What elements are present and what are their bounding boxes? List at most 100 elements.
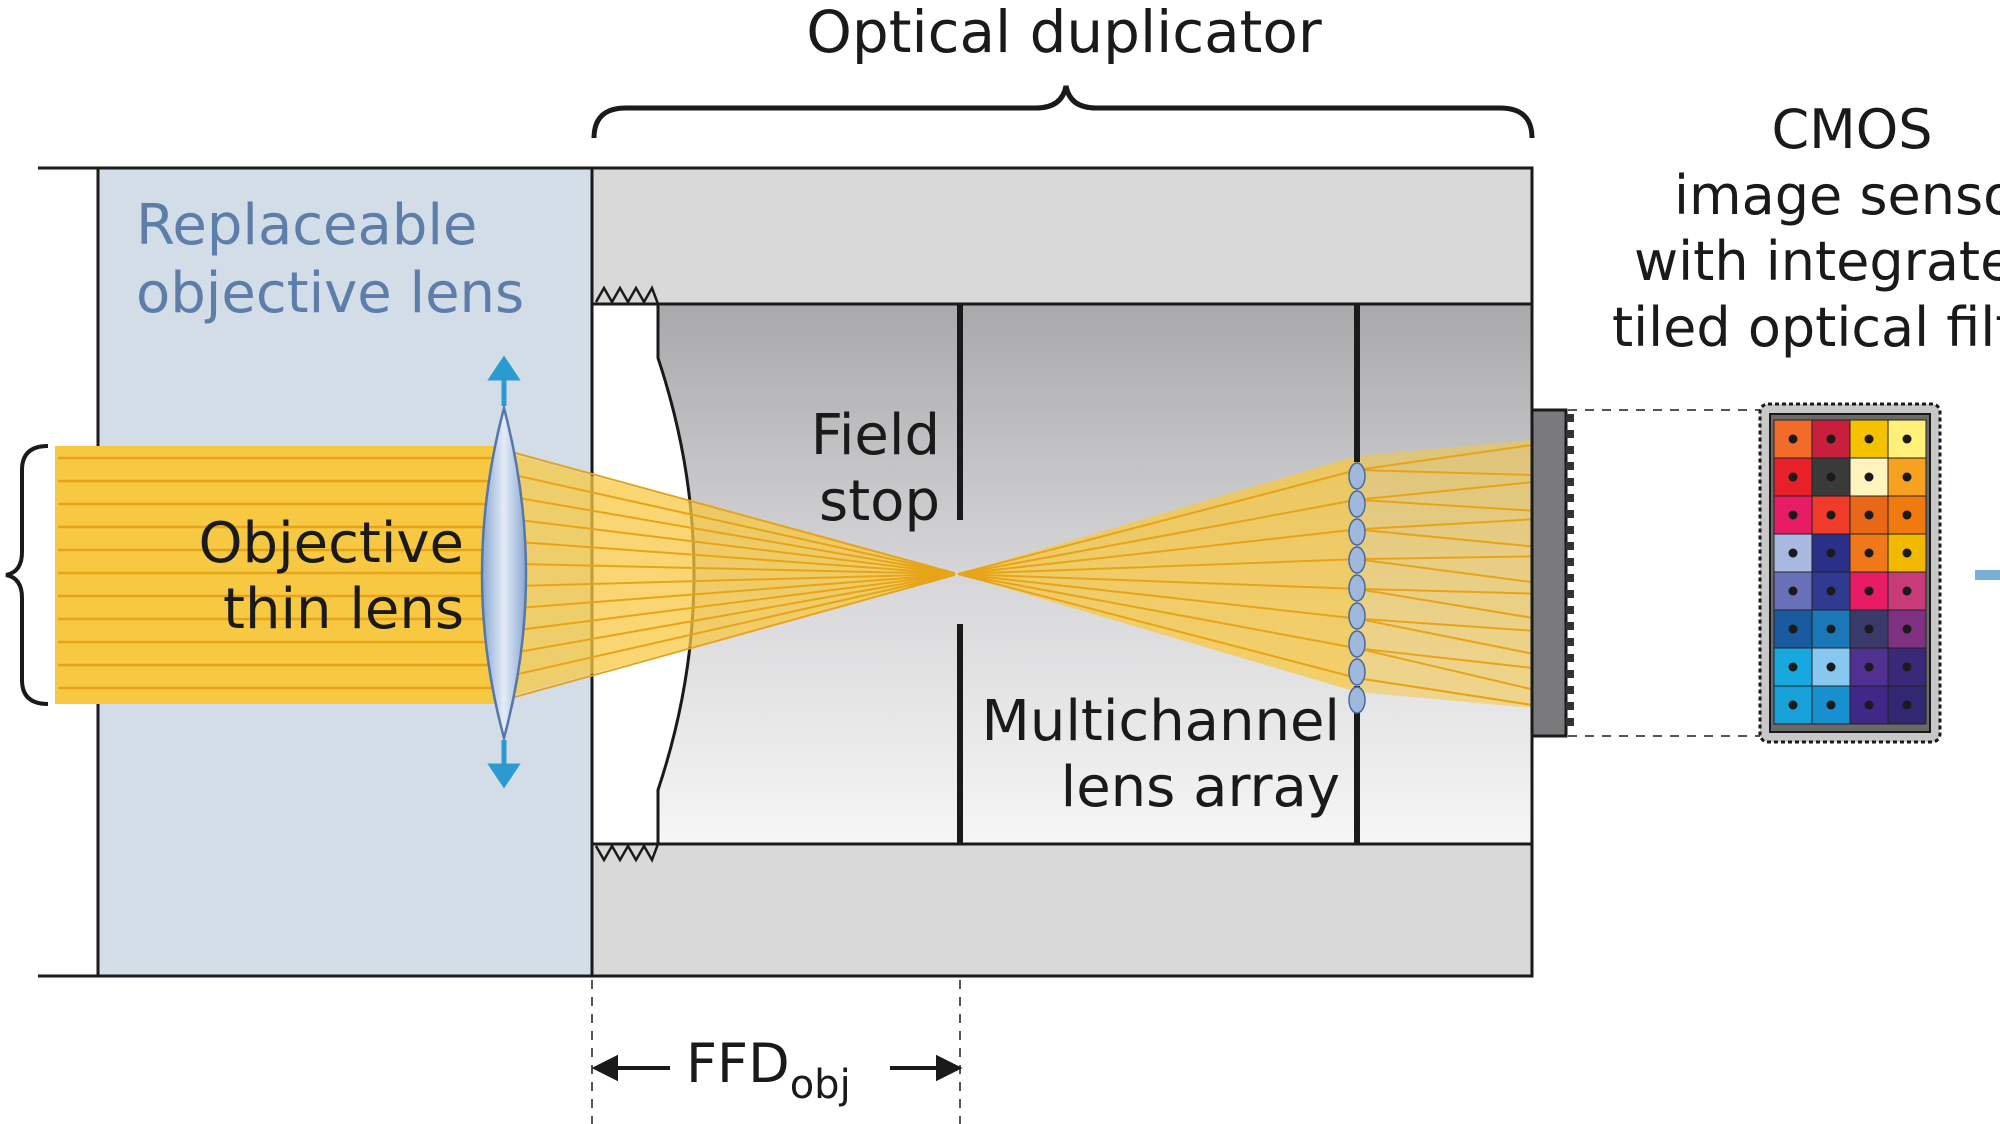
cmos-label-line2: image senso bbox=[1674, 164, 2000, 227]
lenslet bbox=[1348, 602, 1366, 630]
lens-down-arrow-icon bbox=[487, 740, 521, 789]
sensor-pin bbox=[1566, 638, 1574, 646]
sensor-ray bbox=[1356, 558, 1533, 584]
filter-tile-dot bbox=[1826, 700, 1836, 710]
lens-array-lenslets bbox=[1348, 462, 1366, 714]
lenslet bbox=[1348, 630, 1366, 658]
sensor-pin bbox=[1566, 414, 1574, 422]
sensor-pin bbox=[1566, 446, 1574, 454]
filter-tile-dot bbox=[1902, 700, 1912, 710]
diverging-ray bbox=[957, 573, 1358, 590]
diverging-ray bbox=[957, 498, 1358, 575]
ffd-right-arrow-icon bbox=[890, 1054, 963, 1082]
objective-thin-lens-label-line2: thin lens bbox=[223, 577, 464, 642]
screw-thread-bottom bbox=[594, 843, 660, 863]
diverging-ray bbox=[957, 558, 1358, 575]
filter-tile-dot bbox=[1902, 510, 1912, 520]
optical-duplicator-label: Optical duplicator bbox=[806, 0, 1322, 66]
converging-ray bbox=[503, 471, 955, 575]
filter-tile-dot bbox=[1826, 662, 1836, 672]
sensor-pin bbox=[1566, 494, 1574, 502]
sensor-ray bbox=[1356, 587, 1533, 619]
sensor-ray bbox=[1356, 518, 1533, 531]
field-stop-label-line1: Field bbox=[811, 403, 940, 468]
converging-ray bbox=[503, 573, 955, 633]
lenslet bbox=[1348, 686, 1366, 714]
lenslet bbox=[1348, 546, 1366, 574]
sensor-pin bbox=[1566, 718, 1574, 726]
filter-tile-dot bbox=[1826, 548, 1836, 558]
diverging-ray bbox=[957, 528, 1358, 575]
diverging-rays bbox=[957, 456, 1358, 692]
cmos-sensor-chip bbox=[1758, 402, 1942, 744]
filter-tile-dot bbox=[1864, 624, 1874, 634]
converging-ray bbox=[503, 573, 955, 679]
sensor-ray bbox=[1356, 617, 1533, 655]
sensor-pin bbox=[1566, 430, 1574, 438]
converging-ray bbox=[503, 573, 955, 656]
filter-tile-dot bbox=[1902, 662, 1912, 672]
converging-ray bbox=[503, 573, 955, 611]
sensor-ray bbox=[1356, 617, 1533, 632]
duplicator-top-wall bbox=[590, 166, 1534, 306]
optical-duplicator-brace bbox=[591, 85, 1535, 139]
sensor-ray bbox=[1356, 528, 1533, 548]
screw-thread-top bbox=[594, 285, 660, 305]
converging-ray bbox=[503, 573, 955, 588]
sensor-ray bbox=[1356, 469, 1533, 476]
ffd-left-arrow-icon bbox=[591, 1054, 670, 1082]
lenslet bbox=[1348, 518, 1366, 546]
sensor-pin bbox=[1566, 670, 1574, 678]
replaceable-lens-label-line2: objective lens bbox=[136, 261, 524, 326]
diverging-ray bbox=[957, 573, 1358, 650]
filter-tile-dot bbox=[1826, 624, 1836, 634]
sensor-pin bbox=[1566, 574, 1574, 582]
cmos-label-line4: tiled optical filt bbox=[1612, 296, 2000, 359]
lenslet bbox=[1348, 574, 1366, 602]
filter-tile-dot bbox=[1788, 662, 1798, 672]
filter-tile-dot bbox=[1788, 510, 1798, 520]
sensor-pin bbox=[1566, 542, 1574, 550]
field-stop-label-line2: stop bbox=[819, 469, 940, 534]
replaceable-lens-label-line1: Replaceable bbox=[136, 193, 477, 258]
filter-tile-dot bbox=[1864, 586, 1874, 596]
input-beam-brace bbox=[5, 444, 49, 706]
sensor-pin bbox=[1566, 702, 1574, 710]
filter-tile-dot bbox=[1902, 434, 1912, 444]
filter-tile-dot bbox=[1826, 586, 1836, 596]
incoming-beam-lines bbox=[58, 456, 505, 690]
objective-thin-lens-label-line1: Objective bbox=[198, 511, 464, 576]
filter-tile-dot bbox=[1864, 548, 1874, 558]
tiled-filter-grid bbox=[1773, 419, 1927, 725]
sensor-ray bbox=[1356, 677, 1533, 706]
filter-tile-dot bbox=[1788, 624, 1798, 634]
converging-cone bbox=[504, 452, 955, 698]
ffd-label-subscript: obj bbox=[790, 1062, 851, 1108]
filter-tile-dot bbox=[1826, 472, 1836, 482]
diverging-ray bbox=[957, 469, 1358, 575]
diverging-cone bbox=[958, 456, 1357, 692]
lenslet bbox=[1348, 462, 1366, 490]
cmos-label-line3: with integrate bbox=[1634, 230, 2000, 293]
converging-ray bbox=[503, 573, 955, 701]
sensor-ray bbox=[1356, 481, 1533, 501]
objective-thin-lens bbox=[480, 403, 528, 743]
sensor-ray bbox=[1356, 587, 1533, 595]
incoming-light-beam bbox=[55, 446, 507, 704]
filter-tile-dot bbox=[1902, 472, 1912, 482]
diverging-ray bbox=[957, 573, 1358, 620]
sensor-pin bbox=[1566, 590, 1574, 598]
filter-tile-dot bbox=[1826, 434, 1836, 444]
diverging-ray bbox=[957, 573, 1358, 679]
filter-tile bbox=[1773, 533, 1813, 573]
converging-ray bbox=[503, 539, 955, 575]
sensor-ray bbox=[1356, 444, 1533, 471]
sensor-pin bbox=[1566, 622, 1574, 630]
lenslet bbox=[1348, 490, 1366, 518]
filter-tile-dot bbox=[1788, 586, 1798, 596]
filter-tile-dot bbox=[1864, 434, 1874, 444]
filter-tile-dot bbox=[1788, 700, 1798, 710]
sensor-pin bbox=[1566, 686, 1574, 694]
converging-ray bbox=[503, 449, 955, 575]
